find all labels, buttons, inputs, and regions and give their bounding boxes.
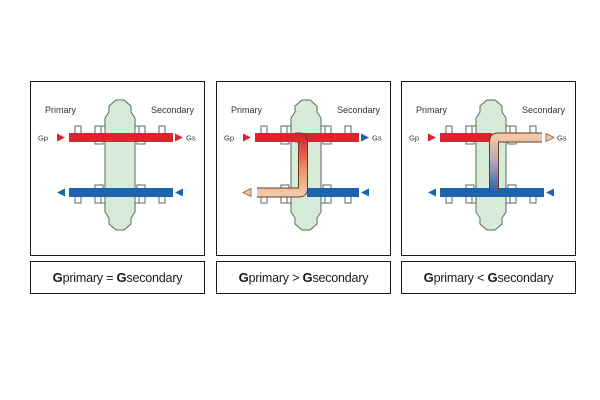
gs-label: Gs — [557, 134, 567, 143]
gs-label: Gs — [372, 134, 382, 143]
secondary-return-arrow — [361, 188, 369, 197]
caption-left-sub: primary — [433, 271, 474, 285]
caption-operator: = — [102, 271, 117, 285]
gp-inflow-arrow — [243, 133, 251, 142]
gp-inflow-arrow — [57, 133, 65, 142]
caption-right-g: G — [116, 270, 127, 285]
secondary-label: Secondary — [151, 105, 195, 115]
primary-label: Primary — [416, 105, 447, 115]
secondary-label: Secondary — [522, 105, 566, 115]
caption-right-sub: secondary — [126, 271, 183, 285]
gs-outflow-arrow — [545, 132, 555, 143]
separator-tank — [104, 99, 136, 231]
primary-return-arrow — [57, 188, 65, 197]
caption-operator: < — [473, 271, 488, 285]
caption-left-g: G — [238, 270, 249, 285]
primary-label: Primary — [45, 105, 76, 115]
gp-label: Gp — [409, 134, 419, 143]
caption-greater: Gprimary > Gsecondary — [216, 261, 391, 294]
mixing-bypass-flow-fill — [490, 133, 542, 193]
secondary-return-arrow — [175, 188, 183, 197]
gs-outflow-arrow — [175, 133, 183, 142]
primary-return-arrow — [428, 188, 436, 197]
caption-left-g: G — [52, 270, 63, 285]
primary-label: Primary — [231, 105, 262, 115]
cold-pipe-right — [307, 188, 359, 197]
caption-operator: > — [288, 271, 303, 285]
caption-right-sub: secondary — [497, 271, 554, 285]
caption-left-sub: primary — [62, 271, 103, 285]
caption-right-g: G — [487, 270, 498, 285]
diagram-panel-greater: Primary Secondary Gp Gs — [216, 81, 391, 256]
hot-pipe — [69, 133, 173, 142]
gs-label: Gs — [186, 134, 196, 143]
caption-less: Gprimary < Gsecondary — [401, 261, 576, 294]
caption-right-g: G — [302, 270, 313, 285]
caption-left-sub: primary — [248, 271, 289, 285]
primary-return-arrow — [242, 187, 252, 198]
gs-outflow-arrow — [361, 133, 369, 142]
secondary-return-arrow — [546, 188, 554, 197]
secondary-label: Secondary — [337, 105, 381, 115]
mixing-bypass-flow-fill — [257, 133, 307, 197]
caption-right-sub: secondary — [312, 271, 369, 285]
caption-equal: Gprimary = Gsecondary — [30, 261, 205, 294]
diagram-panel-less: Primary Secondary Gp Gs — [401, 81, 576, 256]
gp-label: Gp — [38, 134, 48, 143]
gp-inflow-arrow — [428, 133, 436, 142]
gp-label: Gp — [224, 134, 234, 143]
caption-left-g: G — [423, 270, 434, 285]
diagram-panel-equal: Primary Secondary Gp Gs — [30, 81, 205, 256]
hot-pipe-left — [440, 133, 492, 142]
cold-pipe — [69, 188, 173, 197]
